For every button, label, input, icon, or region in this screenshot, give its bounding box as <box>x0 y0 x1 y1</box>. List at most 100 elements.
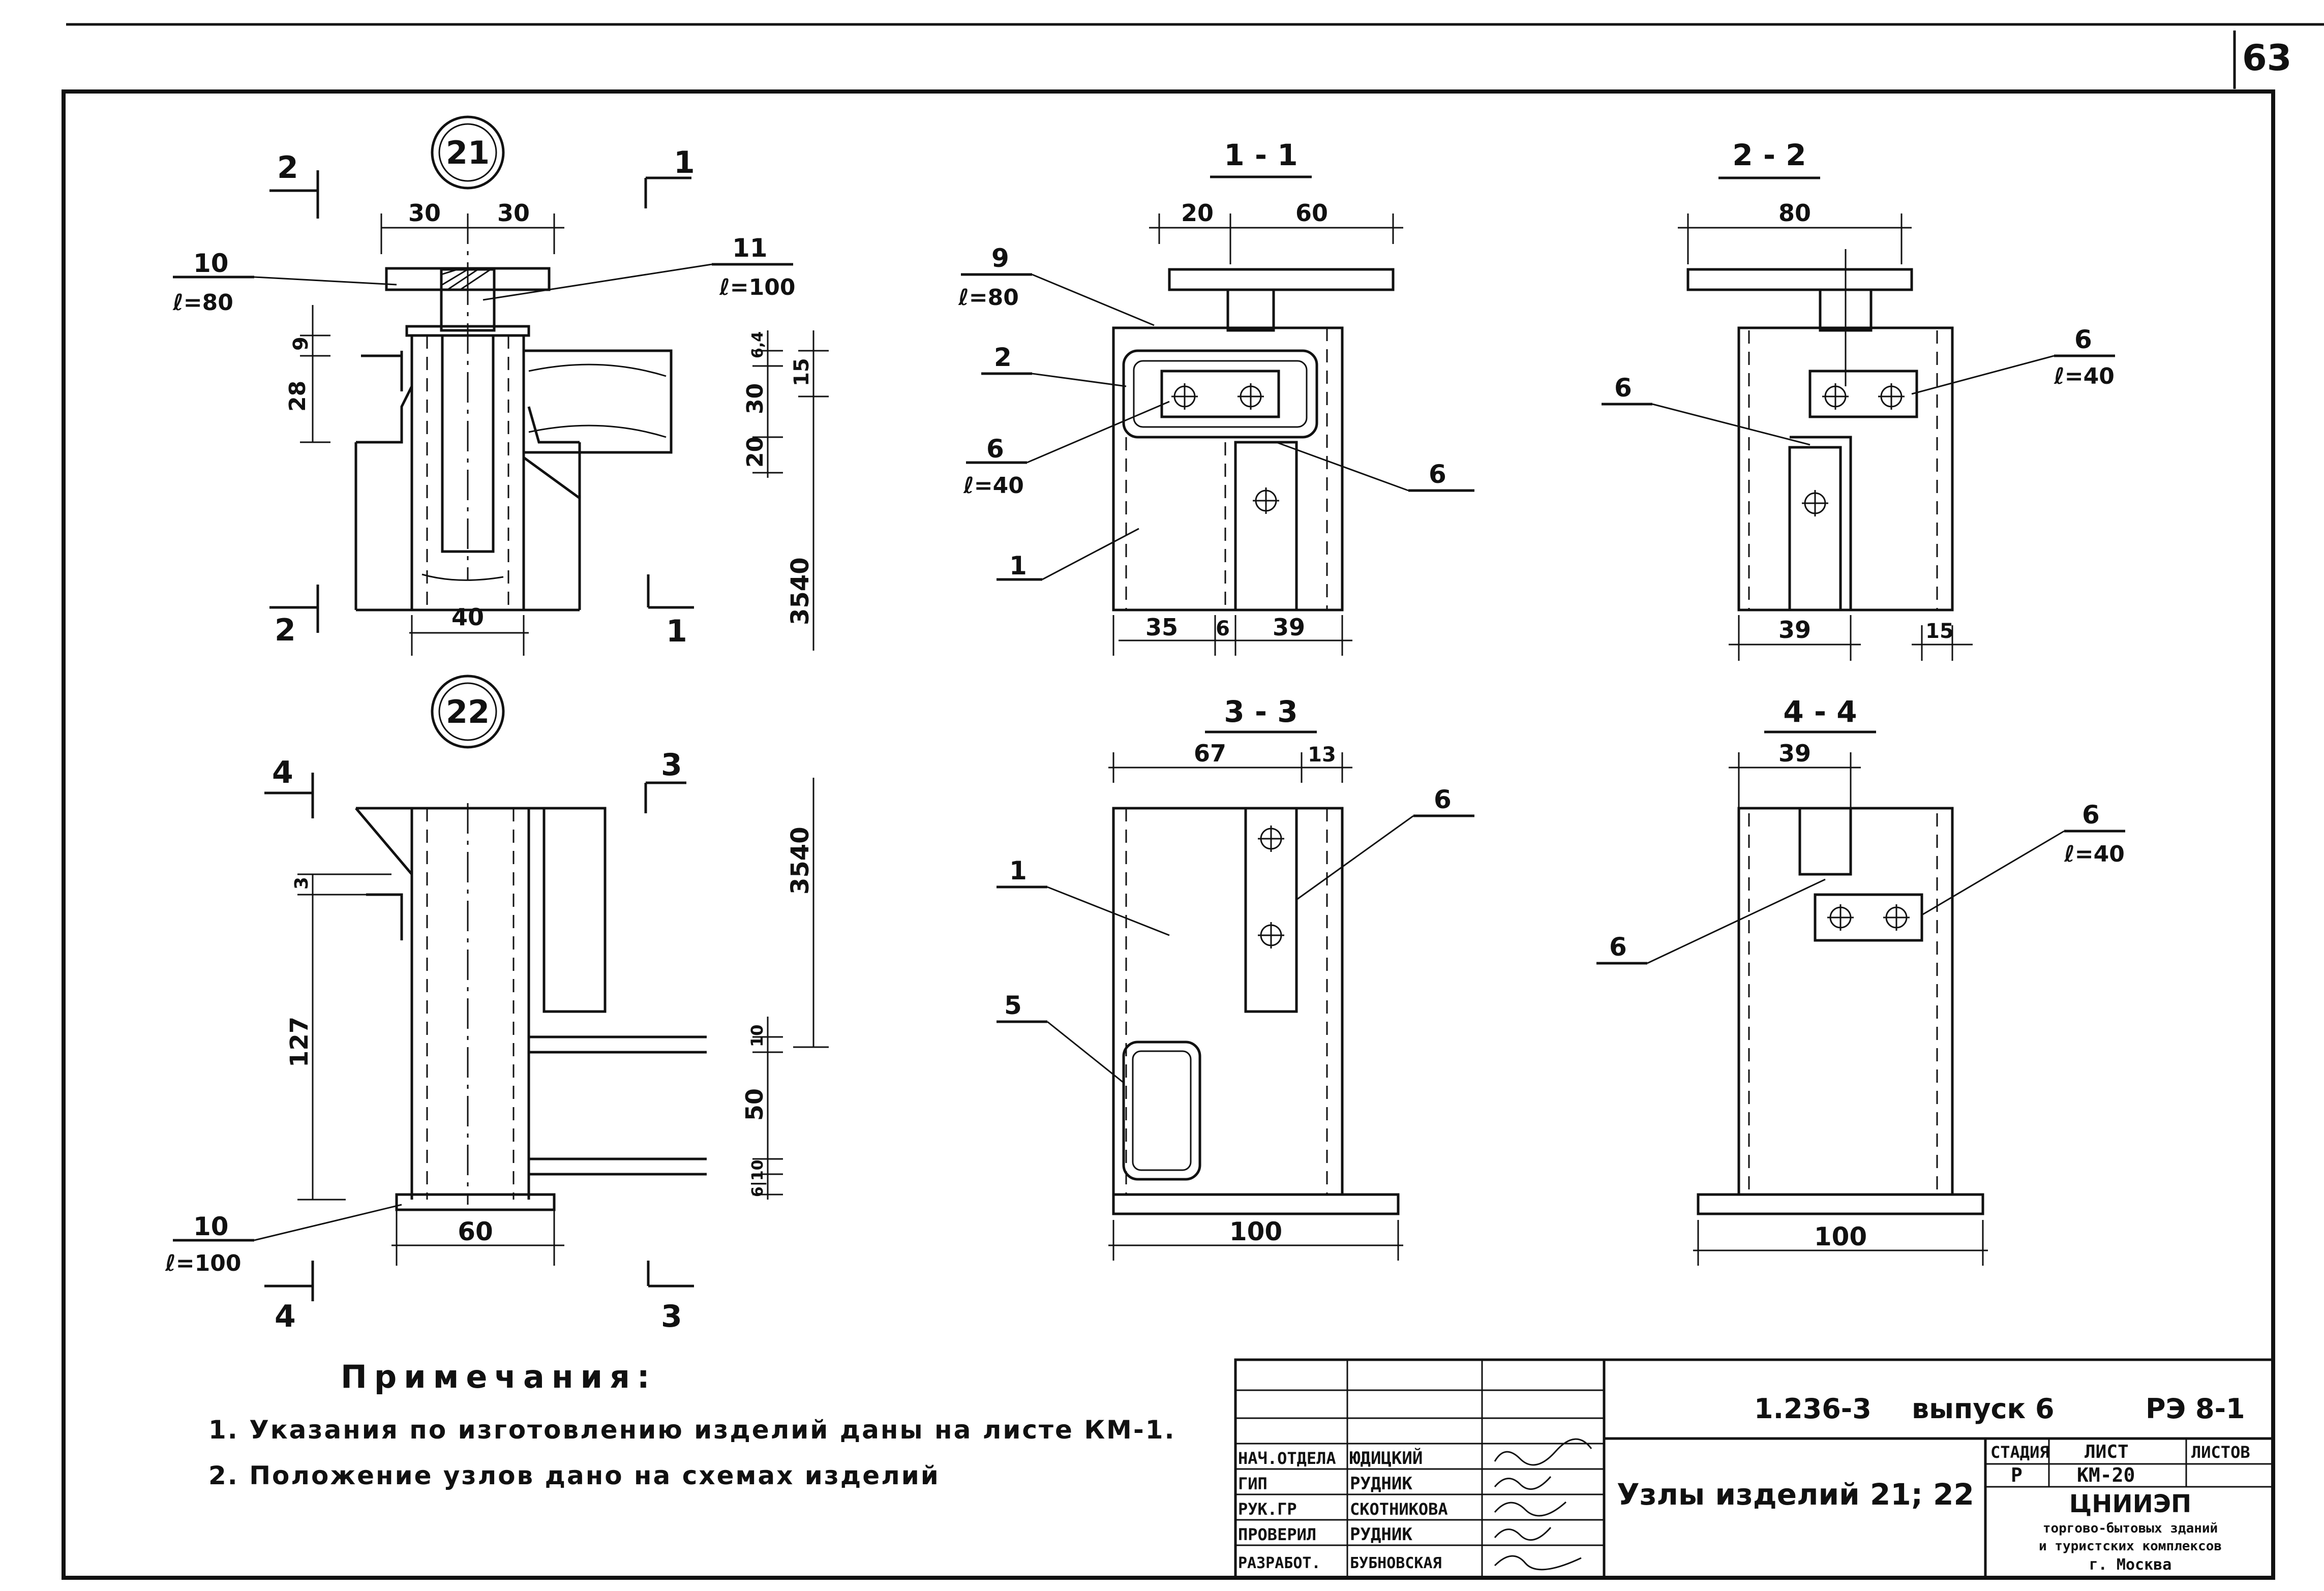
svg-text:60: 60 <box>1295 199 1328 227</box>
svg-text:13: 13 <box>1308 743 1336 767</box>
svg-text:1: 1 <box>674 145 695 180</box>
svg-text:10: 10 <box>747 1024 767 1047</box>
svg-text:3: 3 <box>661 1299 682 1334</box>
svg-text:СКОТНИКОВА: СКОТНИКОВА <box>1350 1500 1448 1519</box>
notes: Примечания: 1. Указания по изготовлению … <box>208 1358 1174 1490</box>
section-2-2: 2 - 2 80 39 15 6 6 ℓ=40 <box>1602 138 2115 661</box>
svg-text:СТАДИЯ: СТАДИЯ <box>1990 1443 2049 1462</box>
section-mark-4-bottom: 4 <box>264 1261 314 1334</box>
svg-text:ЛИСТОВ: ЛИСТОВ <box>2191 1443 2250 1462</box>
svg-text:РУДНИК: РУДНИК <box>1350 1524 1412 1545</box>
beam-21 <box>522 349 673 454</box>
svg-text:9: 9 <box>289 336 313 351</box>
svg-text:ℓ=40: ℓ=40 <box>2064 841 2125 867</box>
page-number: 63 <box>2242 37 2291 79</box>
svg-text:НАЧ.ОТДЕЛА: НАЧ.ОТДЕЛА <box>1238 1449 1336 1468</box>
signature <box>1494 1438 1592 1466</box>
svg-text:РУДНИК: РУДНИК <box>1350 1474 1412 1494</box>
section-mark-2-bottom: 2 <box>269 585 319 648</box>
notes-title: Примечания: <box>341 1358 657 1395</box>
svg-text:6: 6 <box>2074 325 2092 354</box>
svg-text:КМ-20: КМ-20 <box>2077 1464 2135 1486</box>
svg-text:4: 4 <box>275 1299 296 1334</box>
svg-text:2: 2 <box>277 150 298 186</box>
detail-22-marker <box>431 675 505 749</box>
svg-text:1: 1 <box>1009 551 1027 580</box>
signature <box>1494 1527 1552 1541</box>
svg-text:ℓ=80: ℓ=80 <box>958 285 1019 311</box>
svg-text:6: 6 <box>1434 785 1452 814</box>
detail-21-label: 21 <box>446 134 490 171</box>
signature <box>1494 1501 1567 1517</box>
svg-text:4: 4 <box>272 755 293 790</box>
svg-text:2: 2 <box>994 343 1012 372</box>
section-4-4-title: 4 - 4 <box>1783 694 1857 729</box>
svg-text:2: 2 <box>275 613 296 648</box>
svg-text:39: 39 <box>1778 616 1811 644</box>
dim-30-right: 30 <box>497 199 530 227</box>
dim-40: 40 <box>451 603 484 631</box>
svg-text:6|10: 6|10 <box>749 1159 767 1197</box>
section-mark-3-bottom: 3 <box>647 1261 694 1334</box>
svg-text:ℓ=80: ℓ=80 <box>172 290 233 316</box>
svg-text:ПРОВЕРИЛ: ПРОВЕРИЛ <box>1238 1525 1316 1544</box>
section-mark-4-top: 4 <box>264 755 314 818</box>
svg-text:ЛИСТ: ЛИСТ <box>2085 1442 2129 1462</box>
drawing-frame <box>62 89 2275 1580</box>
svg-text:6: 6 <box>1216 617 1230 640</box>
signature <box>1494 1476 1552 1490</box>
svg-text:БУБНОВСКАЯ: БУБНОВСКАЯ <box>1350 1554 1442 1572</box>
section-2-2-title: 2 - 2 <box>1732 138 1806 172</box>
doc-issue: выпуск 6 <box>1912 1393 2055 1425</box>
svg-text:3: 3 <box>661 747 682 783</box>
svg-text:35: 35 <box>1145 614 1178 641</box>
detail-22: 22 4 3 4 3 <box>165 675 829 1334</box>
svg-text:5: 5 <box>1004 991 1022 1020</box>
callout-10: 10 <box>193 249 229 278</box>
svg-text:ℓ=100: ℓ=100 <box>165 1250 241 1276</box>
svg-text:РУК.ГР: РУК.ГР <box>1238 1500 1297 1519</box>
svg-text:15: 15 <box>790 358 813 386</box>
svg-text:ℓ=40: ℓ=40 <box>2054 363 2115 389</box>
svg-text:г. Москва: г. Москва <box>2089 1556 2172 1574</box>
svg-text:50: 50 <box>741 1088 768 1121</box>
drawing-title: Узлы изделий 21; 22 <box>1617 1477 1974 1512</box>
svg-text:и туристских комплексов: и туристских комплексов <box>2039 1539 2222 1554</box>
svg-text:6: 6 <box>2082 800 2100 830</box>
svg-text:39: 39 <box>1778 740 1811 767</box>
callout-11: 11 <box>732 233 768 263</box>
svg-text:Р: Р <box>2011 1464 2023 1486</box>
signature <box>1494 1555 1582 1571</box>
section-4-4: 4 - 4 39 100 6 6 ℓ=40 <box>1596 694 2125 1266</box>
doc-code: 1.236-3 <box>1754 1393 1872 1425</box>
callout-10-b: 10 <box>193 1212 229 1241</box>
doc-id: РЭ 8-1 <box>2146 1393 2245 1425</box>
svg-text:6: 6 <box>1609 932 1627 962</box>
section-mark-3-top: 3 <box>644 747 686 813</box>
detail-22-label: 22 <box>446 693 490 730</box>
section-3-3-title: 3 - 3 <box>1224 694 1297 729</box>
dim-30-left: 30 <box>408 199 441 227</box>
section-mark-1-bottom: 1 <box>647 574 694 649</box>
svg-text:ГИП: ГИП <box>1238 1474 1267 1493</box>
note-2: 2. Положение узлов дано на схемах издели… <box>208 1461 940 1490</box>
svg-text:60: 60 <box>458 1217 493 1246</box>
svg-text:100: 100 <box>1814 1222 1867 1251</box>
svg-text:9: 9 <box>991 243 1009 273</box>
svg-text:30: 30 <box>742 383 768 414</box>
title-block: НАЧ.ОТДЕЛА ГИП РУК.ГР ПРОВЕРИЛ РАЗРАБОТ.… <box>1234 1358 2275 1579</box>
svg-text:3540: 3540 <box>786 557 814 625</box>
svg-text:ℓ=100: ℓ=100 <box>719 274 795 300</box>
svg-text:3: 3 <box>291 877 312 890</box>
svg-text:ℓ=40: ℓ=40 <box>963 473 1024 499</box>
detail-21: 21 2 1 2 1 30 30 <box>172 115 829 656</box>
section-1-1: 1 - 1 20 60 35 6 39 9 ℓ=80 2 6 ℓ=40 <box>958 138 1474 656</box>
svg-text:6: 6 <box>1429 460 1446 489</box>
svg-text:торгово-бытовых зданий: торгово-бытовых зданий <box>2043 1521 2218 1536</box>
svg-text:100: 100 <box>1229 1217 1282 1246</box>
svg-text:127: 127 <box>285 1017 314 1067</box>
svg-text:РАЗРАБОТ.: РАЗРАБОТ. <box>1238 1554 1321 1572</box>
svg-text:39: 39 <box>1273 614 1305 641</box>
svg-text:67: 67 <box>1194 740 1226 767</box>
